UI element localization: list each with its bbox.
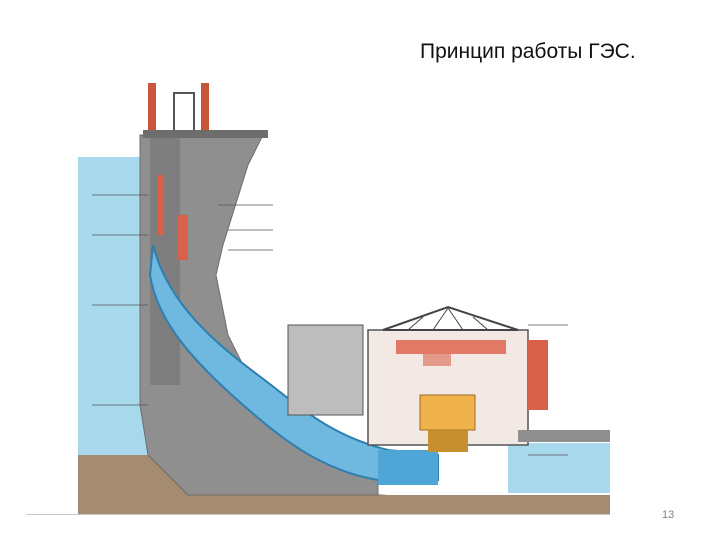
roof-truss-1 — [407, 316, 424, 331]
gate-tower-left — [148, 83, 156, 138]
footer-divider — [26, 514, 610, 515]
upstream-reservoir — [78, 157, 148, 457]
gate-slot-1 — [158, 175, 164, 235]
hydro-plant-diagram — [78, 83, 610, 515]
draft-tube — [378, 450, 438, 485]
tailrace-deck — [518, 430, 610, 442]
annotation-leaders — [92, 194, 568, 456]
control-annex — [287, 324, 364, 416]
page-number: 13 — [662, 509, 675, 521]
turbine — [428, 430, 468, 452]
tailwater — [508, 443, 610, 493]
roof-truss-4 — [472, 316, 489, 331]
powerhouse-roof — [382, 305, 519, 331]
generator — [419, 394, 476, 431]
gate-tower-right — [201, 83, 209, 138]
gate-hoist — [173, 92, 195, 136]
roof-truss-2 — [432, 307, 449, 331]
slide-title: Принцип работы ГЭС. — [420, 40, 636, 63]
roof-truss-3 — [447, 307, 464, 331]
transformer-yard — [528, 340, 548, 410]
dam-crest-deck — [143, 130, 268, 138]
crane-hook — [423, 354, 451, 366]
overhead-crane — [396, 340, 506, 354]
gate-slot-2 — [178, 215, 188, 260]
